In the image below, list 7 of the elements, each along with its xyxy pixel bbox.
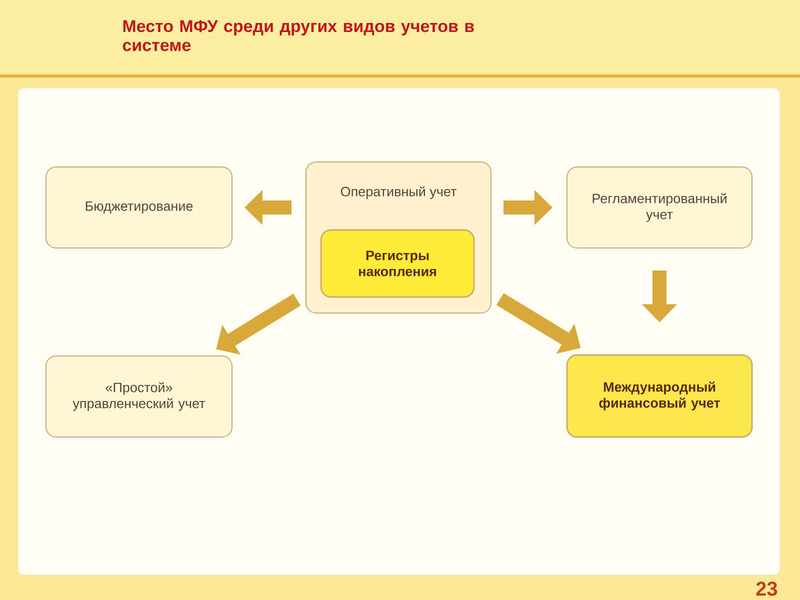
process-box: Международный финансовый учет	[566, 354, 753, 438]
process-box: Бюджетирование	[46, 166, 232, 248]
process-box: Регламентированный учет	[566, 166, 752, 248]
page-number: 23	[756, 582, 778, 596]
inner-box: Регистры накопления	[320, 229, 475, 298]
slide-title: Место МФУ среди других видов учетов в системе	[122, 20, 474, 52]
process-box: «Простой» управленческий учет	[46, 356, 232, 438]
